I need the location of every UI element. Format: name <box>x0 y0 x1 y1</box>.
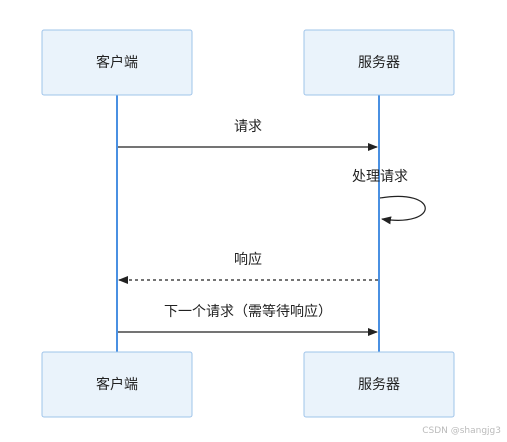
message-process-request-label: 处理请求 <box>352 169 408 185</box>
actor-client-top-label: 客户端 <box>96 54 138 71</box>
actor-server-bottom-label: 服务器 <box>358 377 400 393</box>
message-request: 请求 <box>118 119 378 151</box>
message-next-request-label: 下一个请求（需等待响应） <box>164 303 332 320</box>
message-next-request: 下一个请求（需等待响应） <box>118 303 378 336</box>
actor-client-bottom: 客户端 <box>41 351 193 418</box>
message-response: 响应 <box>118 251 378 284</box>
message-process-request: 处理请求 <box>352 169 426 225</box>
actor-client-bottom-label: 客户端 <box>96 376 138 393</box>
watermark: CSDN @shangjg3 <box>422 426 501 436</box>
actor-server-top-label: 服务器 <box>358 55 400 71</box>
actor-server-bottom: 服务器 <box>303 351 455 418</box>
message-process-request-arrow <box>379 195 426 225</box>
message-response-label: 响应 <box>234 251 262 268</box>
actor-client-top: 客户端 <box>41 29 193 96</box>
message-request-label: 请求 <box>234 119 262 135</box>
actor-server-top: 服务器 <box>303 29 455 96</box>
